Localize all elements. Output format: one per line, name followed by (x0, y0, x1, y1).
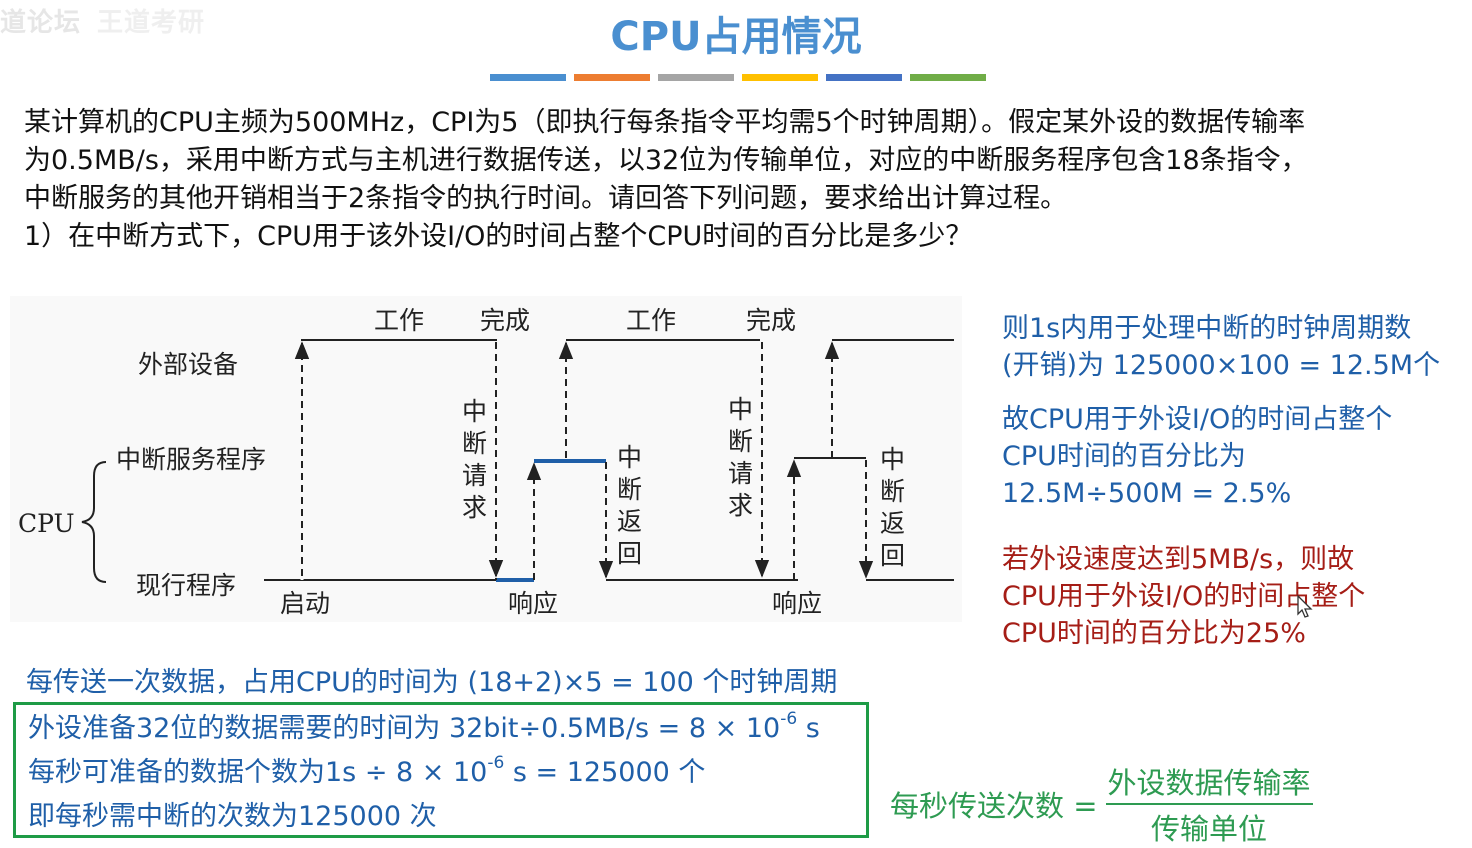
box-line-3: 即每秒需中断的次数为125000 次 (28, 801, 437, 832)
current-program-label: 现行程序 (136, 571, 236, 600)
cpu-brace (81, 461, 107, 583)
problem-line: 中断服务的其他开销相当于2条指令的执行时间。请回答下列问题，要求给出计算过程。 (24, 183, 1068, 214)
note-cpu-percentage: 故CPU用于外设I/O的时间占整个 CPU时间的百分比为 12.5M÷500M … (1002, 401, 1392, 512)
work-label-1: 工作 (374, 306, 424, 335)
note-line: 故CPU用于外设I/O的时间占整个 (1002, 404, 1393, 435)
title-bar-2 (574, 74, 650, 81)
done-label-2: 完成 (746, 306, 796, 335)
interrupt-return-2-char: 返 (880, 509, 905, 538)
calculation-box: 外设准备32位的数据需要的时间为 32bit÷0.5MB/s = 8 × 10-… (13, 702, 869, 838)
interrupt-request-1-char: 断 (462, 429, 487, 458)
note-line: 则1s内用于处理中断的时钟周期数 (1002, 313, 1412, 344)
interrupt-request-1-char: 请 (462, 461, 487, 490)
watermark-left: 道论坛 (0, 8, 82, 38)
isr-label: 中断服务程序 (116, 445, 266, 474)
box-line-1-text: 外设准备32位的数据需要的时间为 32bit÷0.5MB/s = 8 × 10 (28, 713, 781, 744)
formula-lhs: 每秒传送次数 = (890, 789, 1098, 823)
interrupt-return-2-char: 中 (880, 445, 905, 474)
device-label: 外部设备 (138, 350, 238, 379)
interrupt-request-2-char: 断 (728, 427, 753, 456)
formula-fraction: 外设数据传输率 传输单位 (1105, 760, 1313, 848)
interrupt-return-2-char: 回 (880, 541, 905, 570)
problem-question: 1）在中断方式下，CPU用于该外设I/O的时间占整个CPU时间的百分比是多少？ (24, 221, 973, 252)
respond-label-1: 响应 (508, 589, 558, 618)
cpu-time-per-transfer: 每传送一次数据，占用CPU的时间为 (18+2)×5 = 100 个时钟周期 (26, 667, 838, 698)
exponent: -6 (487, 753, 505, 773)
box-line-2-result: s = 125000 个 (504, 757, 706, 788)
respond-label-2: 响应 (772, 589, 822, 618)
title-color-bars (490, 74, 994, 81)
note-line: (开销)为 125000×100 = 12.5M个 (1002, 350, 1441, 381)
done-label-1: 完成 (480, 306, 530, 335)
interrupt-request-2-char: 求 (728, 491, 753, 520)
formula-numerator: 外设数据传输率 (1105, 760, 1313, 805)
title-bar-3 (658, 74, 734, 81)
interrupt-request-1-char: 中 (462, 397, 487, 426)
interrupt-request-2-char: 请 (728, 459, 753, 488)
title-bar-5 (826, 74, 902, 81)
start-label: 启动 (280, 589, 330, 618)
note-line: CPU时间的百分比为 (1002, 441, 1246, 472)
device-work-period-1 (301, 339, 497, 580)
problem-statement: 某计算机的CPU主频为500MHz，CPI为5（即执行每条指令平均需5个时钟周期… (24, 104, 1469, 256)
title-bar-6 (910, 74, 986, 81)
note-line: 12.5M÷500M = 2.5% (1002, 478, 1292, 509)
work-label-2: 工作 (626, 306, 676, 335)
note-faster-device: 若外设速度达到5MB/s，则故 CPU用于外设I/O的时间占整个 CPU时间的百… (1002, 541, 1365, 652)
problem-line: 为0.5MB/s，采用中断方式与主机进行数据传送，以32位为传输单位，对应的中断… (24, 145, 1308, 176)
interrupt-return-1-char: 断 (617, 475, 642, 504)
mouse-cursor-icon (1297, 594, 1313, 618)
box-line-2: 每秒可准备的数据个数为1s ÷ 8 × 10-6 s = 125000 个 (28, 751, 866, 795)
interrupt-return-2-char: 断 (880, 477, 905, 506)
watermark-right: 王道考研 (97, 8, 206, 38)
formula-denominator: 传输单位 (1151, 812, 1268, 846)
note-line: 若外设速度达到5MB/s，则故 (1002, 544, 1355, 575)
title-bar-1 (490, 74, 566, 81)
interrupt-return-1-char: 中 (617, 443, 642, 472)
watermark: 道论坛王道考研 (0, 2, 205, 39)
interrupt-request-2-char: 中 (728, 395, 753, 424)
note-line: CPU时间的百分比为25% (1002, 618, 1306, 649)
box-line-2-text: 每秒可准备的数据个数为1s ÷ 8 × 10 (28, 757, 488, 788)
transfers-per-second-formula: 每秒传送次数 = 外设数据传输率 传输单位 (890, 760, 1313, 848)
interrupt-return-1-char: 回 (617, 539, 642, 568)
box-line-1-unit: s (797, 713, 820, 744)
box-line-1: 外设准备32位的数据需要的时间为 32bit÷0.5MB/s = 8 × 10-… (28, 707, 866, 751)
problem-line: 某计算机的CPU主频为500MHz，CPI为5（即执行每条指令平均需5个时钟周期… (24, 107, 1306, 138)
interrupt-request-1-char: 求 (462, 493, 487, 522)
cpu-label: CPU (18, 509, 75, 538)
interrupt-return-1-char: 返 (617, 507, 642, 536)
title-bar-4 (742, 74, 818, 81)
exponent: -6 (780, 709, 798, 729)
slide-title: CPU占用情况 (610, 14, 862, 60)
note-interrupt-cycles: 则1s内用于处理中断的时钟周期数 (开销)为 125000×100 = 12.5… (1002, 310, 1440, 384)
